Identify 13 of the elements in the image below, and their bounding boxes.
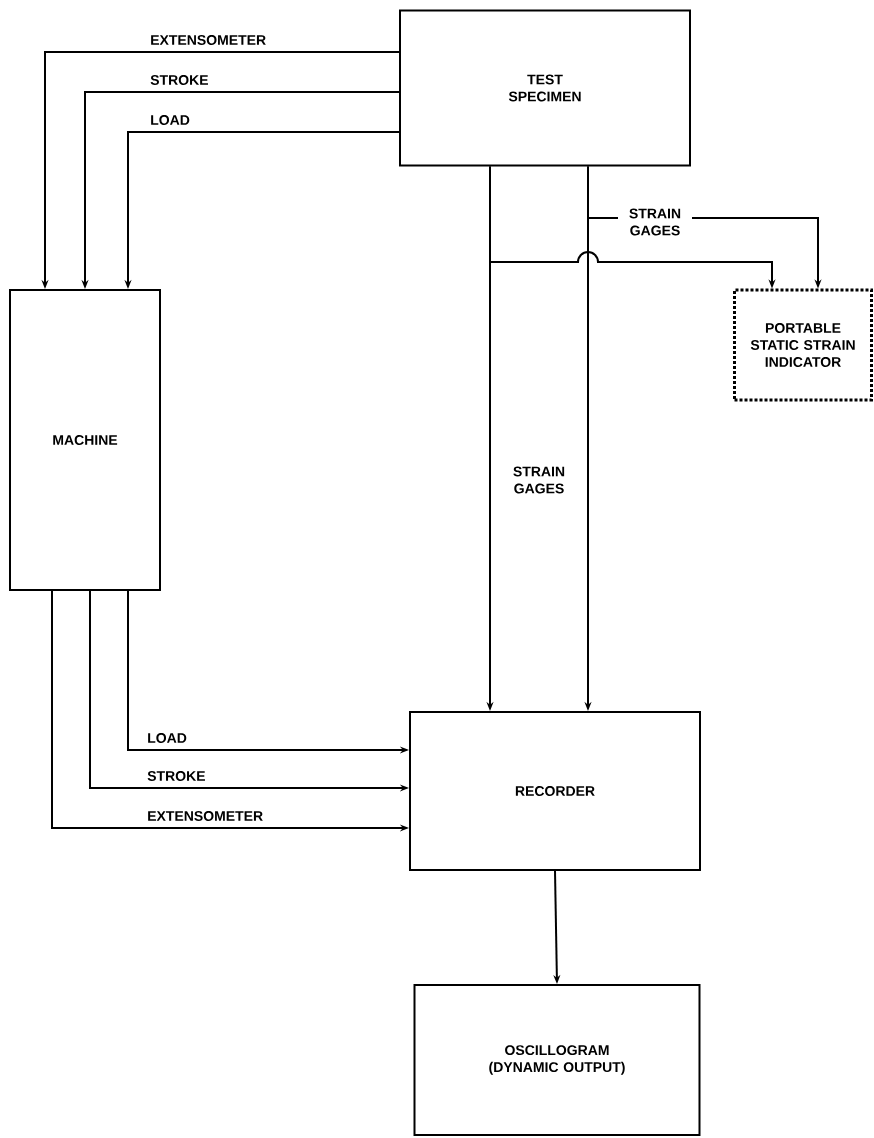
edge-label: STRAIN GAGES [618,206,692,238]
edge-label: EXTENSOMETER [148,811,263,821]
process-box: TEST SPECIMEN [399,9,691,167]
edge-label: STROKE [150,75,208,85]
edge-label: LOAD [148,733,187,743]
indicator-box: PORTABLE STATIC STRAIN INDICATOR [733,288,873,402]
process-box: MACHINE [9,289,161,591]
process-box: RECORDER [409,711,701,871]
edge-label: STRAIN GAGES [513,466,565,494]
edge-label: STROKE [147,771,205,781]
edge-label: EXTENSOMETER [151,35,266,45]
process-box: OSCILLOGRAM (DYNAMIC OUTPUT) [413,984,701,1136]
edge-label: LOAD [151,115,190,125]
